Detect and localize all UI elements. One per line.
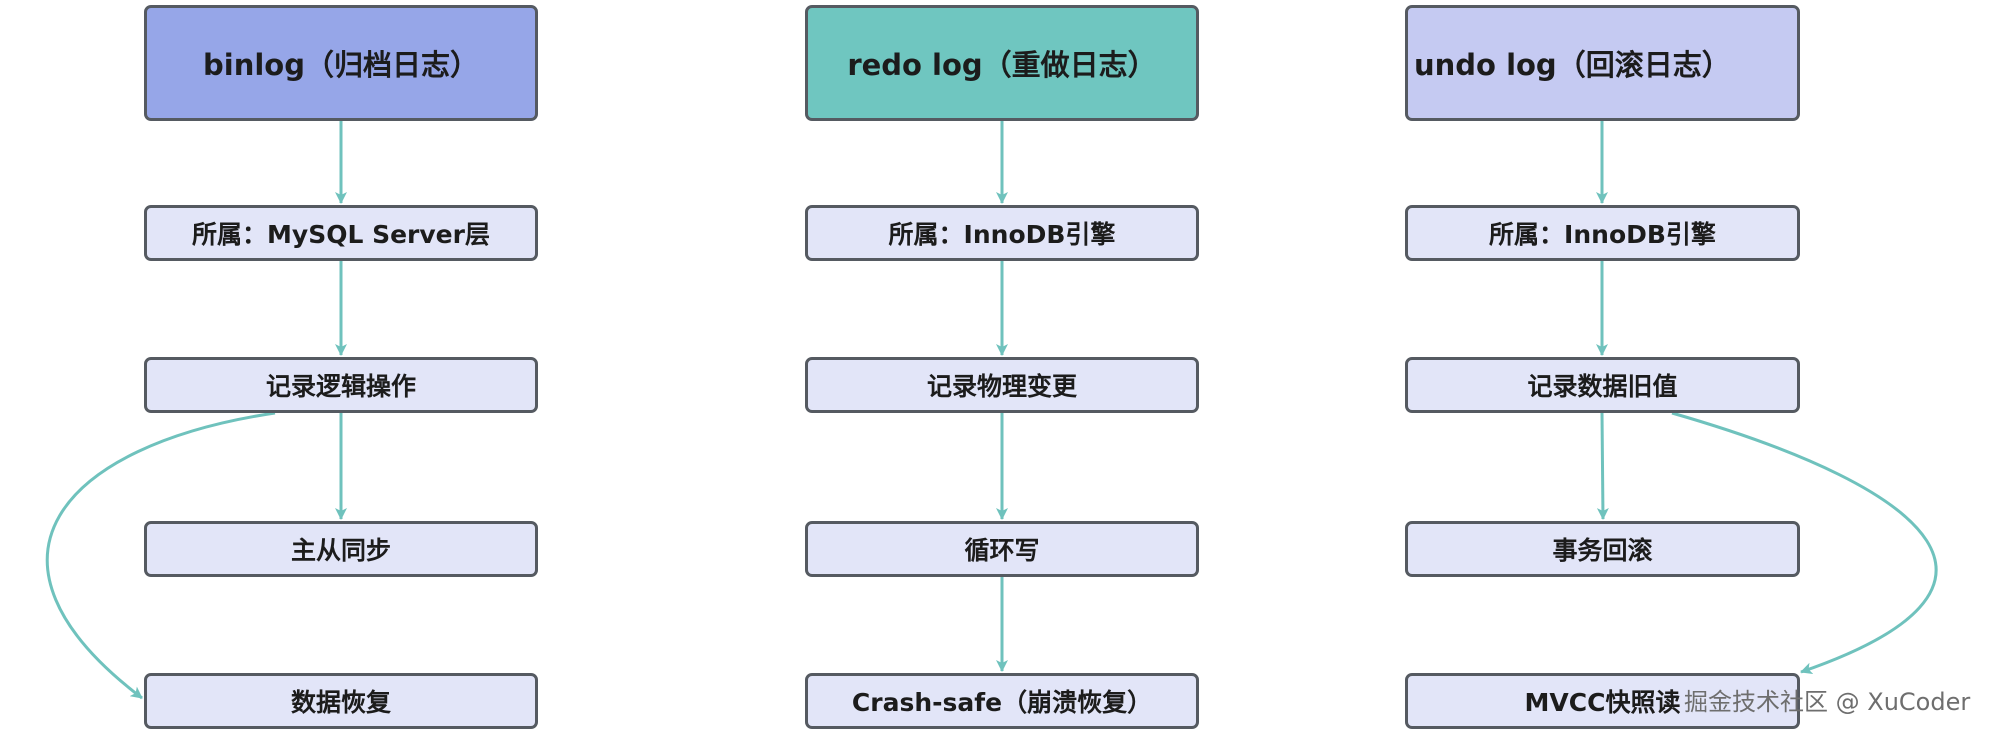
binlog-title: binlog（归档日志） (203, 48, 479, 82)
redo-title: redo log（重做日志） (847, 48, 1157, 82)
binlog-owner-node: 所属：MySQL Server层 (144, 205, 538, 261)
arrow-binlog-logical-to-recovery (45, 411, 276, 700)
undo-mvcc-node: MVCC快照读 (1405, 673, 1800, 729)
undo-rollback-label: 事务回滚 (1552, 536, 1653, 565)
binlog-title-box: binlog（归档日志） (144, 5, 538, 121)
arrow-undo-oldvalue-to-rollback (1596, 412, 1609, 520)
redo-crash-safe-label: Crash-safe（崩溃恢复） (851, 688, 1153, 717)
undo-owner-label: 所属：InnoDB引擎 (1489, 220, 1716, 249)
redo-owner-label: 所属：InnoDB引擎 (888, 220, 1116, 249)
redo-crash-safe-node: Crash-safe（崩溃恢复） (805, 673, 1199, 729)
undo-owner-node: 所属：InnoDB引擎 (1405, 205, 1800, 261)
undo-mvcc-label: MVCC快照读 (1524, 688, 1681, 717)
binlog-recovery-label: 数据恢复 (290, 688, 391, 717)
redo-owner-node: 所属：InnoDB引擎 (805, 205, 1199, 261)
redo-physical-change-node: 记录物理变更 (805, 357, 1199, 413)
watermark: 掘金技术社区 @ XuCoder (1684, 688, 1971, 716)
binlog-logical-ops-node: 记录逻辑操作 (144, 357, 538, 413)
undo-title-box: undo log（回滚日志） (1405, 5, 1800, 121)
binlog-owner-label: 所属：MySQL Server层 (192, 220, 490, 249)
redo-title-box: redo log（重做日志） (805, 5, 1199, 121)
binlog-replication-node: 主从同步 (144, 521, 538, 577)
binlog-logical-ops-label: 记录逻辑操作 (265, 372, 416, 401)
redo-physical-change-label: 记录物理变更 (926, 372, 1077, 401)
binlog-recovery-node: 数据恢复 (144, 673, 538, 729)
undo-old-value-node: 记录数据旧值 (1405, 357, 1800, 413)
undo-title: undo log（回滚日志） (1414, 48, 1731, 82)
binlog-replication-label: 主从同步 (290, 536, 391, 565)
redo-circular-write-label: 循环写 (964, 536, 1040, 565)
undo-old-value-label: 记录数据旧值 (1527, 372, 1678, 401)
undo-rollback-node: 事务回滚 (1405, 521, 1800, 577)
redo-circular-write-node: 循环写 (805, 521, 1199, 577)
arrow-undo-oldvalue-to-mvcc (1671, 411, 1938, 675)
